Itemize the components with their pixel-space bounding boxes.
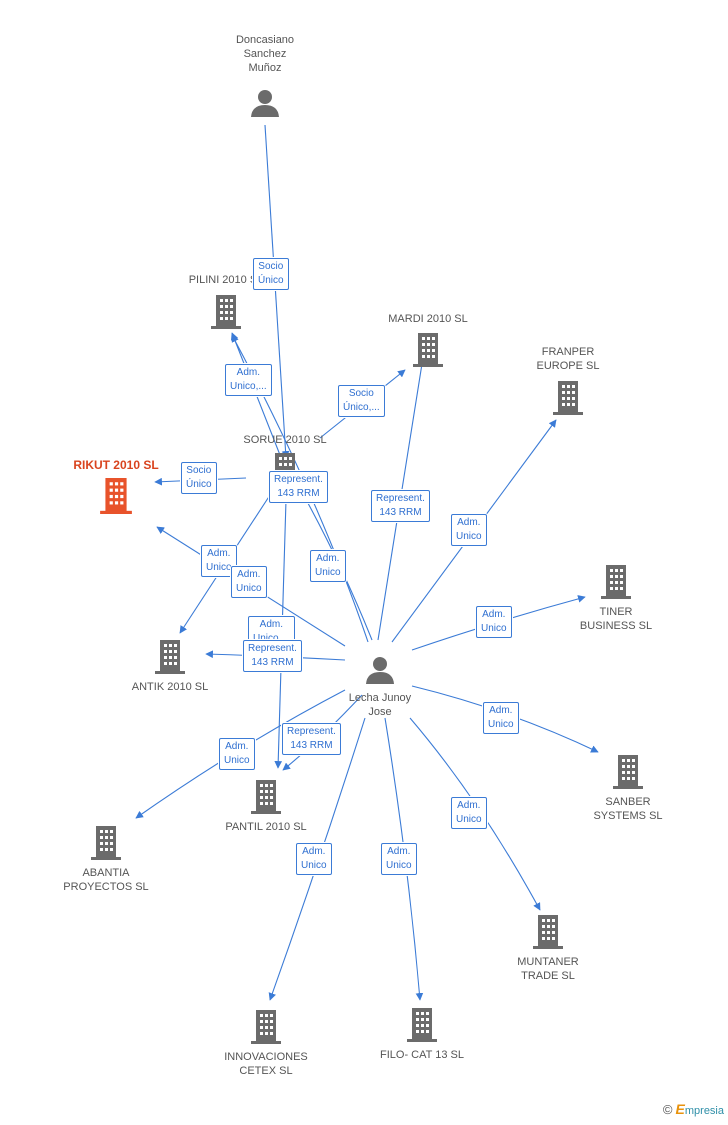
brand-logo-text: mpresia — [684, 1105, 724, 1117]
edge-label: Adm. Unico — [381, 843, 417, 875]
node-label: Lecha Junoy Jose — [348, 692, 412, 718]
edge-label: Represent. 143 RRM — [282, 723, 341, 755]
building-icon — [413, 333, 443, 367]
building-icon — [155, 640, 185, 674]
footer-brand[interactable]: © Empresia — [663, 1101, 724, 1117]
node-label: SANBER SYSTEMS SL — [593, 796, 663, 822]
building-icon — [533, 915, 563, 949]
edge-label: Adm. Unico — [219, 738, 255, 770]
edge-label: Adm. Unico — [483, 702, 519, 734]
node-label: PANTIL 2010 SL — [225, 821, 307, 833]
node-label: FILO- CAT 13 SL — [380, 1049, 464, 1061]
node-label: TINER BUSINESS SL — [579, 606, 653, 632]
edge-label: Represent. 143 RRM — [371, 490, 430, 522]
edge-label: Socio Único — [181, 462, 217, 494]
building-icon — [601, 565, 631, 599]
edge-label: Adm. Unico,... — [225, 364, 272, 396]
edge-label: Adm. Unico — [310, 550, 346, 582]
edge-label: Socio Único — [253, 258, 289, 290]
edge-doncasiano-sorue — [264, 124, 290, 459]
brand-logo-e: E — [675, 1101, 685, 1117]
building-icon — [251, 1010, 281, 1044]
node-label: ABANTIA PROYECTOS SL — [63, 867, 149, 893]
building-icon — [211, 295, 241, 329]
node-label: SORUE 2010 SL — [243, 434, 327, 446]
node-label: ANTIK 2010 SL — [131, 681, 209, 693]
person-icon — [251, 90, 279, 117]
building-icon — [553, 381, 583, 415]
edge-label: Socio Único,... — [338, 385, 385, 417]
edge-label: Adm. Unico — [451, 797, 487, 829]
edge-label: Adm. Unico — [296, 843, 332, 875]
node-label: MARDI 2010 SL — [388, 313, 468, 325]
building-icon — [407, 1008, 437, 1042]
node-label: MUNTANER TRADE SL — [517, 956, 579, 982]
node-label: RIKUT 2010 SL — [73, 458, 159, 472]
building-icon — [613, 755, 643, 789]
copyright-symbol: © — [662, 1102, 673, 1117]
edge-label: Adm. Unico — [231, 566, 267, 598]
node-label: INNOVACIONES CETEX SL — [224, 1051, 308, 1077]
node-label: FRANPER EUROPE SL — [536, 346, 600, 372]
building-icon — [91, 826, 121, 860]
node-label: Doncasiano Sanchez Muñoz — [235, 34, 295, 74]
edge-label: Represent. 143 RRM — [243, 640, 302, 672]
edge-label: Adm. Unico — [476, 606, 512, 638]
building-icon — [251, 780, 281, 814]
building-icon — [100, 478, 132, 514]
edge-label: Adm. Unico — [451, 514, 487, 546]
person-icon — [366, 657, 394, 684]
edge-label: Represent. 143 RRM — [269, 471, 328, 503]
edge-label: Adm. Unico — [201, 545, 237, 577]
